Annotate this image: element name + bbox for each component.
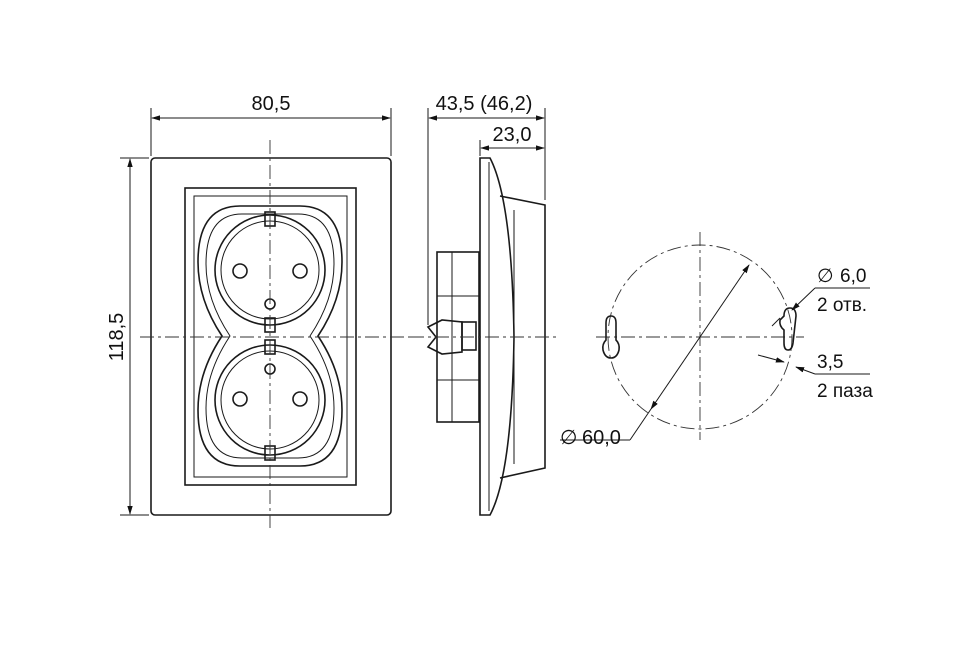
socket-body-inner	[205, 213, 335, 459]
hole-diameter-label: 6,0	[840, 266, 866, 287]
depth-back-label: 23,0	[493, 124, 532, 146]
upper-socket-pin-right	[292, 263, 308, 279]
slot-count-label: 2 паза	[817, 381, 873, 402]
socket-body-outline	[197, 205, 343, 467]
slot-width-label: 3,5	[817, 352, 843, 373]
lower-socket-pin-left	[232, 391, 248, 407]
side-claw	[426, 319, 463, 355]
mounting-scheme: ∅ 60,0 ∅ 6,0 2 отв. 3,5 2 паза	[560, 232, 873, 449]
upper-socket-pin-left	[232, 263, 248, 279]
side-faceplate	[479, 157, 515, 516]
mount-diameter-label: 60,0	[582, 427, 621, 449]
lower-socket-pin-right	[292, 391, 308, 407]
right-keyhole-slot	[779, 307, 797, 351]
outer-frame	[150, 157, 392, 516]
width-dimension: 80,5	[150, 93, 392, 156]
depth-total-label: 43,5 (46,2)	[436, 93, 533, 115]
front-view	[140, 140, 420, 528]
hole-count-label: 2 отв.	[817, 295, 867, 316]
height-dimension: 118,5	[106, 157, 149, 516]
left-keyhole-slot	[602, 315, 620, 359]
height-label: 118,5	[106, 313, 128, 362]
hole-diameter-symbol: ∅	[817, 266, 834, 287]
inner-frame-inset	[193, 195, 348, 478]
mount-diameter-symbol: ∅	[560, 427, 577, 449]
side-view	[410, 157, 560, 516]
depth-total-dimension: 43,5 (46,2)	[427, 93, 546, 325]
width-label: 80,5	[252, 93, 291, 115]
depth-back-dimension: 23,0	[479, 124, 545, 156]
inner-frame	[184, 187, 357, 486]
side-body	[499, 195, 546, 479]
